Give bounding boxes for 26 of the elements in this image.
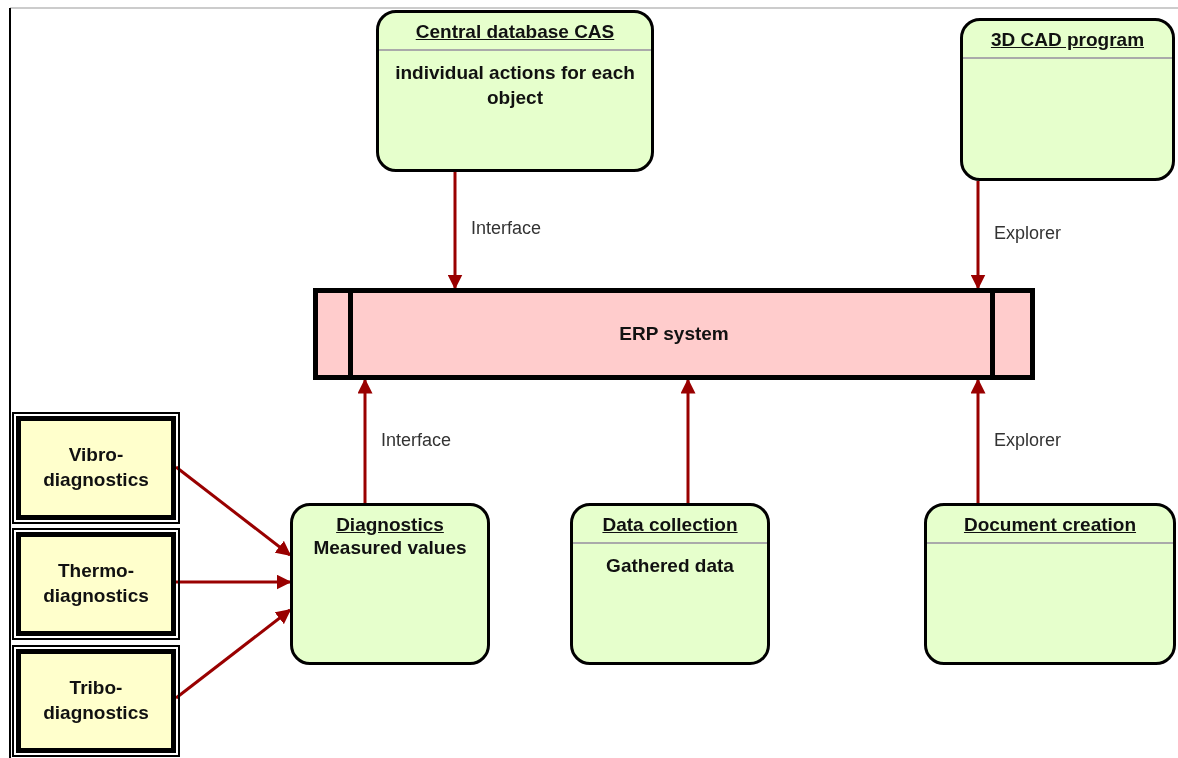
rounded-box xyxy=(960,18,1175,181)
box-text: Gathered data xyxy=(605,554,735,578)
box-text: Measured values xyxy=(312,536,468,560)
arrow xyxy=(357,378,373,503)
box-heading: Central database CAS xyxy=(414,21,616,43)
arrow xyxy=(447,172,463,290)
arrow xyxy=(680,378,696,503)
box-heading: Data collection xyxy=(601,514,739,536)
box-heading: Document creation xyxy=(962,514,1138,536)
box-text: individual actions for each object xyxy=(394,61,636,110)
rounded-box xyxy=(924,503,1176,665)
arrow xyxy=(175,465,292,557)
rounded-box xyxy=(376,10,654,172)
box-heading: 3D CAD program xyxy=(989,29,1146,51)
box-label: Thermo- diagnostics xyxy=(42,559,150,608)
box-label: Vibro- diagnostics xyxy=(42,443,150,492)
rounded-box xyxy=(290,503,490,665)
box-heading: Diagnostics xyxy=(335,514,445,536)
box-label: Tribo- diagnostics xyxy=(42,676,150,725)
arrow xyxy=(175,608,292,700)
system-bar xyxy=(313,288,1035,380)
arrow xyxy=(970,181,986,290)
arrow xyxy=(970,378,986,503)
box-label: ERP system xyxy=(619,323,729,345)
arrow xyxy=(176,574,292,590)
rounded-box xyxy=(570,503,770,665)
